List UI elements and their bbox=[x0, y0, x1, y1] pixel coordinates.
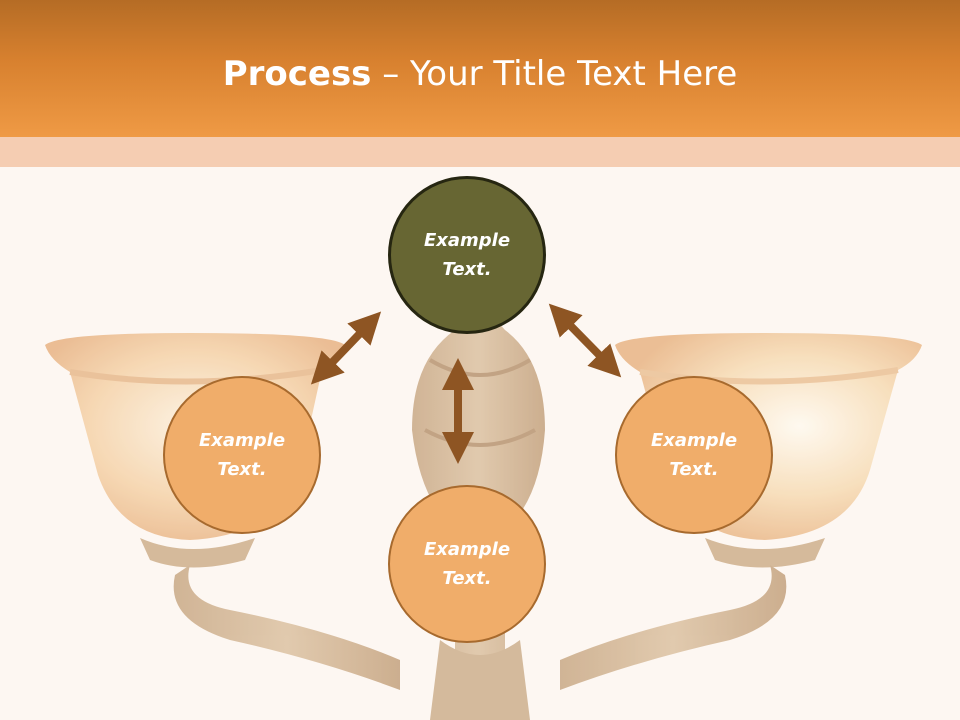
arrow-top-left bbox=[310, 311, 382, 385]
node-left: Example Text. bbox=[163, 376, 321, 534]
title-rest: – Your Title Text Here bbox=[371, 54, 738, 94]
node-bottom-label: Example Text. bbox=[423, 539, 511, 589]
node-top-label: Example Text. bbox=[423, 230, 511, 280]
node-bottom: Example Text. bbox=[388, 485, 546, 643]
arrow-top-right bbox=[548, 303, 622, 378]
title-bar bbox=[0, 0, 960, 137]
header-band bbox=[0, 137, 960, 167]
slide-title: Process – Your Title Text Here bbox=[0, 50, 960, 98]
node-left-label: Example Text. bbox=[198, 430, 286, 480]
title-bold: Process bbox=[222, 54, 372, 94]
node-right-label: Example Text. bbox=[650, 430, 738, 480]
node-top: Example Text. bbox=[388, 176, 546, 334]
node-right: Example Text. bbox=[615, 376, 773, 534]
